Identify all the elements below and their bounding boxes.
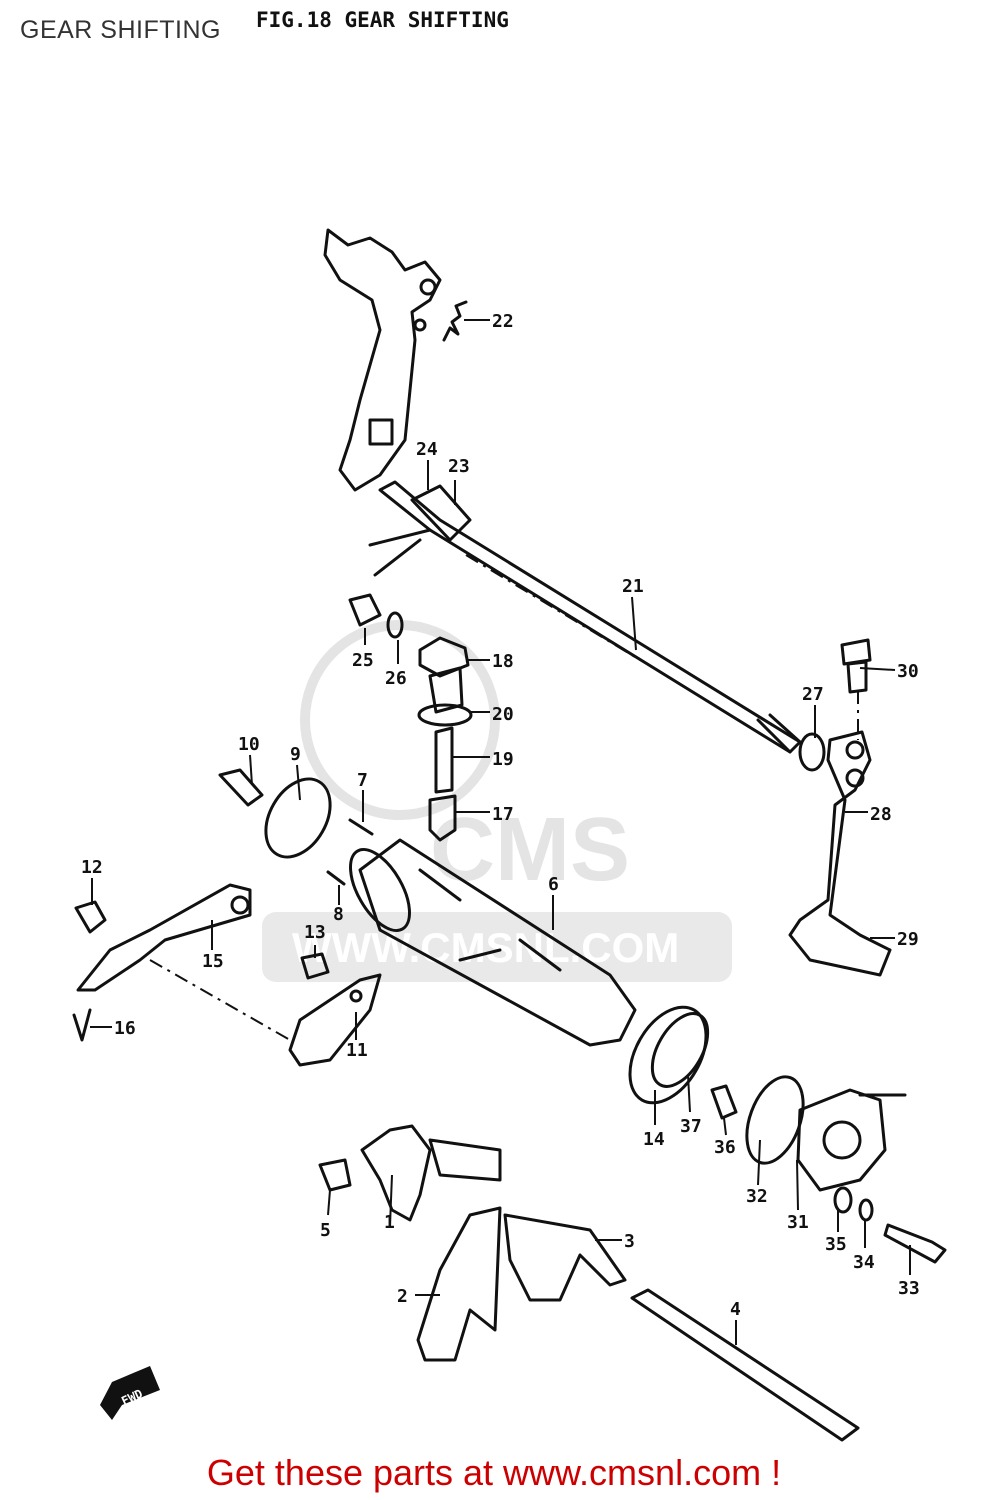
callout-27: 27 [802,684,824,705]
fwd-arrow: FWD [100,1366,160,1420]
stopper-parts [348,593,473,842]
callout-6: 6 [548,874,559,895]
callout-23: 23 [448,456,470,477]
shift-forks [318,1124,860,1442]
callout-7: 7 [357,770,368,791]
callout-35: 35 [825,1234,847,1255]
gearshift-arm [323,228,442,492]
callout-1: 1 [384,1212,395,1233]
watermark: CMS WWW.CMSNL.COM [262,620,732,982]
callout-9: 9 [290,744,301,765]
watermark-url: WWW.CMSNL.COM [292,924,679,971]
callout-22: 22 [492,311,514,332]
callout-34: 34 [853,1252,875,1273]
callout-4: 4 [730,1299,741,1320]
callout-37: 37 [680,1116,702,1137]
callout-30: 30 [897,661,919,682]
callout-17: 17 [492,804,514,825]
callout-33: 33 [898,1278,920,1299]
callout-10: 10 [238,734,260,755]
callout-25: 25 [352,650,374,671]
callout-3: 3 [624,1231,635,1252]
bearing [628,1005,710,1105]
callout-2: 2 [397,1286,408,1307]
callout-28: 28 [870,804,892,825]
callout-24: 24 [416,439,438,460]
gearshift-cam [349,838,637,1047]
callout-15: 15 [202,951,224,972]
callout-32: 32 [746,1186,768,1207]
callout-26: 26 [385,668,407,689]
watermark-logo: CMS [430,800,630,900]
callout-13: 13 [304,922,326,943]
plate-and-bolt [218,768,374,886]
footer-parts-link[interactable]: Get these parts at www.cmsnl.com ! [206,1452,782,1493]
callout-29: 29 [897,929,919,950]
callout-21: 21 [622,576,644,597]
callout-18: 18 [492,651,514,672]
callout-20: 20 [492,704,514,725]
callout-8: 8 [333,904,344,925]
callout-12: 12 [81,857,103,878]
callout-19: 19 [492,749,514,770]
callout-11: 11 [346,1040,368,1061]
callouts: 22 24 23 21 25 26 18 20 19 17 10 9 7 8 6… [81,311,920,1320]
leader-lines [90,319,911,1345]
page-label: GEAR SHIFTING [20,16,221,44]
callout-31: 31 [787,1212,809,1233]
alignment-lines [149,554,859,1041]
callout-5: 5 [320,1220,331,1241]
callout-14: 14 [643,1129,665,1150]
callout-16: 16 [114,1018,136,1039]
spring-22 [442,300,468,342]
gearshift-lever [788,638,892,977]
shift-pawl-parts [72,883,382,1067]
callout-36: 36 [714,1137,736,1158]
gearshift-shaft [368,480,802,754]
figure-title: FIG.18 GEAR SHIFTING [256,8,509,32]
